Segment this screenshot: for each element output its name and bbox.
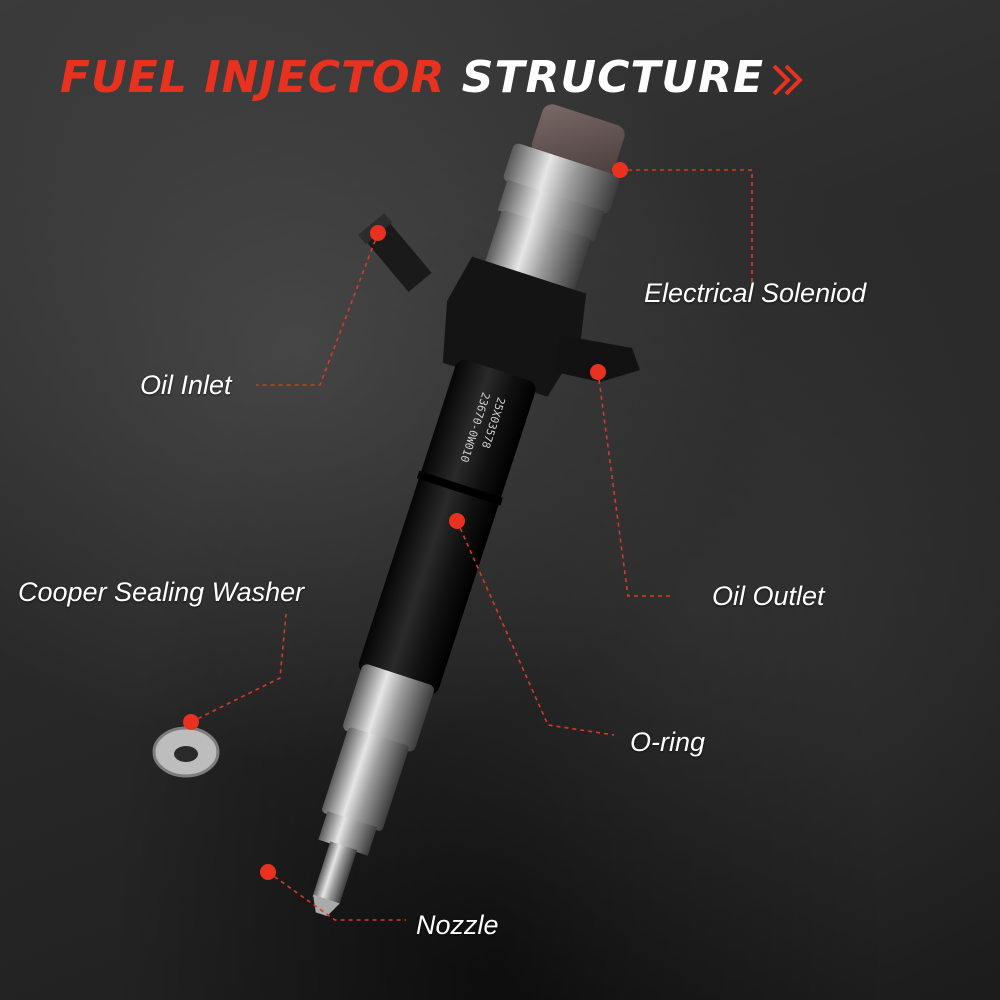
page-title: FUEL INJECTOR STRUCTURE <box>60 48 806 108</box>
marker-oil-inlet <box>370 225 386 241</box>
oil-outlet-arm <box>555 335 640 382</box>
marker-oil-outlet <box>590 364 606 380</box>
nozzle-tip <box>312 841 358 906</box>
marker-nozzle <box>260 864 276 880</box>
label-o-ring: O-ring <box>630 727 706 757</box>
label-copper-washer: Cooper Sealing Washer <box>18 577 305 607</box>
injector-shaft <box>358 359 536 695</box>
fuel-injector: 23670-0W010 25X03578 <box>312 104 625 917</box>
title-accent-text: FUEL INJECTOR <box>60 52 446 103</box>
solenoid-cap <box>503 143 620 214</box>
leader-nozzle <box>267 871 406 921</box>
marker-electrical-solenoid <box>612 162 628 178</box>
marker-copper-washer <box>183 714 199 730</box>
label-oil-inlet: Oil Inlet <box>140 370 232 400</box>
leader-electrical-solenoid <box>620 169 753 282</box>
label-electrical-solenoid: Electrical Soleniod <box>644 278 867 308</box>
oil-inlet-fitting <box>358 213 432 292</box>
marker-o-ring <box>449 513 465 529</box>
title-main-text: STRUCTURE <box>461 52 765 103</box>
label-oil-outlet: Oil Outlet <box>712 581 825 611</box>
copper-washer <box>152 726 220 778</box>
leader-o-ring <box>456 520 615 736</box>
double-chevron-right-icon <box>772 64 803 96</box>
leader-oil-outlet <box>597 371 672 597</box>
leader-oil-inlet <box>256 232 379 386</box>
leader-copper-washer <box>190 613 287 723</box>
label-nozzle: Nozzle <box>416 910 499 940</box>
